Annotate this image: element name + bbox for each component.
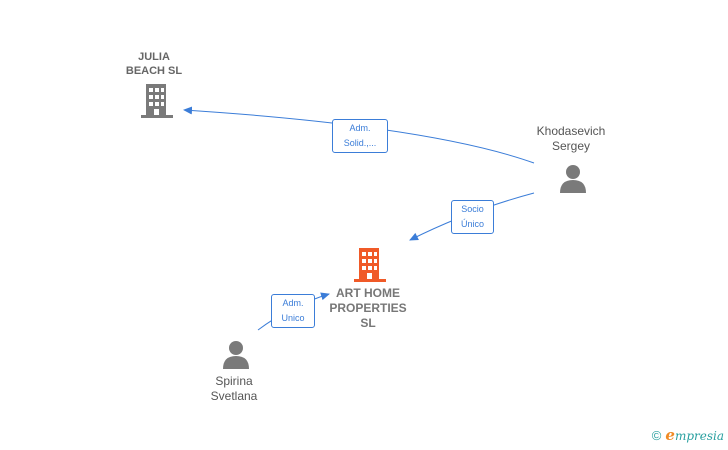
- person-label-spirina: Spirina Svetlana: [184, 374, 284, 404]
- edge-label-line1: Socio: [461, 204, 484, 214]
- company-name-line1: ART HOME: [336, 286, 400, 300]
- person-name-line2: Sergey: [551, 139, 591, 153]
- copyright-symbol: ©: [651, 427, 662, 443]
- edge-label-line2: Unico: [281, 313, 305, 323]
- edge-label-adm-unico[interactable]: Adm. Unico: [271, 294, 315, 328]
- company-name-line3: SL: [360, 316, 376, 330]
- person-name-line2: Svetlana: [210, 389, 258, 403]
- brand-logo-initial: e: [665, 426, 675, 444]
- company-label-julia-beach: JULIA BEACH SL: [104, 50, 204, 78]
- edge-label-line2: Único: [460, 219, 484, 229]
- brand-logo-text: mpresia: [674, 429, 724, 443]
- edge-label-line1: Adm.: [282, 298, 304, 308]
- edge-label-socio-unico[interactable]: Socio Único: [451, 200, 494, 234]
- company-name-line1: JULIA: [138, 51, 170, 63]
- edge-label-line2: Solid.,...: [343, 138, 377, 148]
- edge-label-line1: Adm.: [349, 123, 371, 133]
- brand-logo[interactable]: empresia: [665, 426, 724, 444]
- edge-label-adm-solid[interactable]: Adm. Solid.,...: [332, 119, 388, 153]
- building-icon[interactable]: [140, 83, 174, 119]
- brand-footer: © empresia: [652, 426, 724, 444]
- company-name-line2: PROPERTIES: [329, 301, 407, 315]
- person-name-line1: Spirina: [215, 374, 253, 388]
- person-label-khodasevich: Khodasevich Sergey: [521, 124, 621, 154]
- person-icon[interactable]: [558, 163, 588, 193]
- person-icon[interactable]: [221, 339, 251, 369]
- company-label-art-home: ART HOME PROPERTIES SL: [318, 286, 418, 331]
- edge-khodasevich-julia: [183, 106, 535, 164]
- building-icon[interactable]: [353, 247, 387, 283]
- company-name-line2: BEACH SL: [125, 65, 183, 77]
- person-name-line1: Khodasevich: [536, 124, 606, 138]
